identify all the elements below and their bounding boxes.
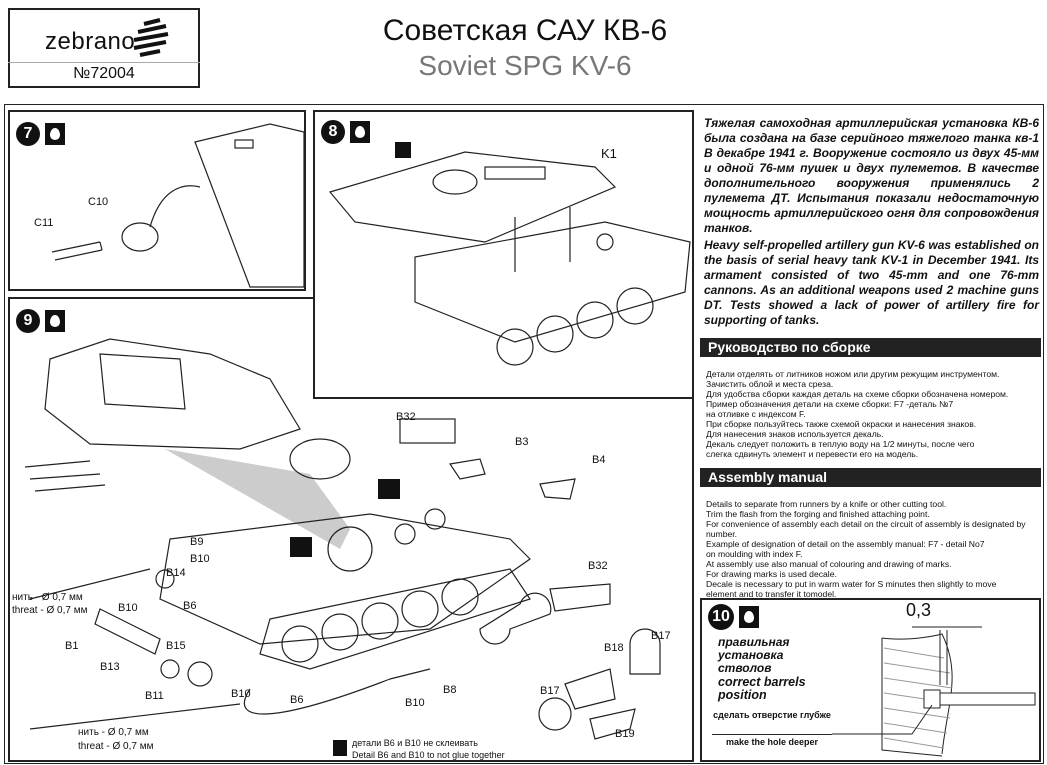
part-label: B10 [118, 602, 138, 614]
step-number-icon: 9 [16, 309, 40, 333]
part-label: B14 [166, 567, 186, 579]
manual-en-heading: Assembly manual [700, 468, 1041, 487]
thread-note-en: threat - Ø 0,7 мм [12, 605, 88, 616]
description-en: Heavy self-propelled artillery gun KV-6 … [704, 238, 1039, 327]
part-label: B11 [145, 690, 164, 702]
part-label: B18 [604, 642, 624, 654]
step-number-icon: 8 [321, 120, 345, 144]
knife-icon [290, 537, 312, 557]
water-drop-icon [45, 123, 65, 145]
dimension-label: 0,3 [906, 600, 932, 620]
panel-step-8: 8 K1 [313, 110, 694, 399]
part-label: B10 [190, 553, 210, 565]
barrels-note-en: correct barrels position [718, 675, 806, 702]
brand-logo: zebrano [45, 28, 136, 55]
header-logo-cell [8, 8, 200, 88]
part-label: B6 [183, 600, 197, 612]
thread-note-ru: нить - Ø 0,7 мм [78, 727, 149, 738]
part-label: B6 [290, 694, 304, 706]
step-9-assembly-drawing [24, 338, 661, 740]
part-label: B1 [65, 640, 79, 652]
no-glue-note-ru: детали B6 и B10 не склеивать [352, 738, 478, 748]
knife-icon [378, 479, 400, 499]
part-label: C10 [88, 196, 109, 208]
panel-step-7: 7 C10 C11 [8, 110, 306, 291]
water-drop-icon [739, 606, 759, 628]
part-label: B15 [166, 640, 186, 652]
step-8-drawing [328, 142, 691, 366]
step-number-icon: 10 [708, 604, 734, 630]
knife-icon [395, 142, 411, 158]
barrel-section-drawing [832, 630, 1036, 757]
panel-step-10: 10 правильная установка стволов correct … [700, 598, 1041, 762]
description-ru: Тяжелая самоходная артиллерийская устано… [704, 116, 1039, 235]
thread-note-en: threat - Ø 0,7 мм [78, 741, 154, 752]
part-label: B17 [651, 630, 671, 642]
no-glue-icon [333, 740, 347, 756]
thread-note-ru: нить - Ø 0,7 мм [12, 592, 83, 603]
dimension-line [912, 626, 982, 628]
title-en: Soviet SPG KV-6 [418, 50, 632, 81]
water-drop-icon [45, 310, 65, 332]
title-ru: Советская САУ КВ-6 [382, 14, 668, 47]
water-drop-icon [350, 121, 370, 143]
part-label: B4 [592, 454, 606, 466]
part-label: B8 [443, 684, 457, 696]
catalog-number: №72004 [8, 62, 200, 83]
step-7-drawing [51, 123, 304, 288]
part-label: B3 [515, 436, 529, 448]
part-label: K1 [601, 146, 617, 161]
part-label: B10 [405, 697, 425, 709]
part-label: B13 [100, 661, 120, 673]
zebra-stripes-logo-icon [133, 18, 169, 57]
step-number-icon: 7 [16, 122, 40, 146]
barrels-note-ru: правильная установка стволов [718, 635, 790, 675]
manual-ru-heading: Руководство по сборке [700, 338, 1041, 357]
part-label: B9 [190, 536, 204, 548]
hole-note-en: make the hole deeper [712, 734, 832, 747]
part-label: B19 [615, 728, 635, 740]
hole-note-ru: сделать отверстие глубже [713, 710, 831, 720]
part-label: B32 [396, 411, 416, 423]
manual-ru-text: Детали отделять от литников ножом или др… [706, 369, 1009, 459]
no-glue-note-en: Detail B6 and B10 to not glue together [352, 750, 505, 760]
part-label: B32 [588, 560, 608, 572]
part-label: C11 [34, 217, 54, 229]
part-label: B17 [540, 685, 560, 697]
manual-en-text: Details to separate from runners by a kn… [706, 499, 1026, 599]
part-label: B10 [231, 688, 251, 700]
